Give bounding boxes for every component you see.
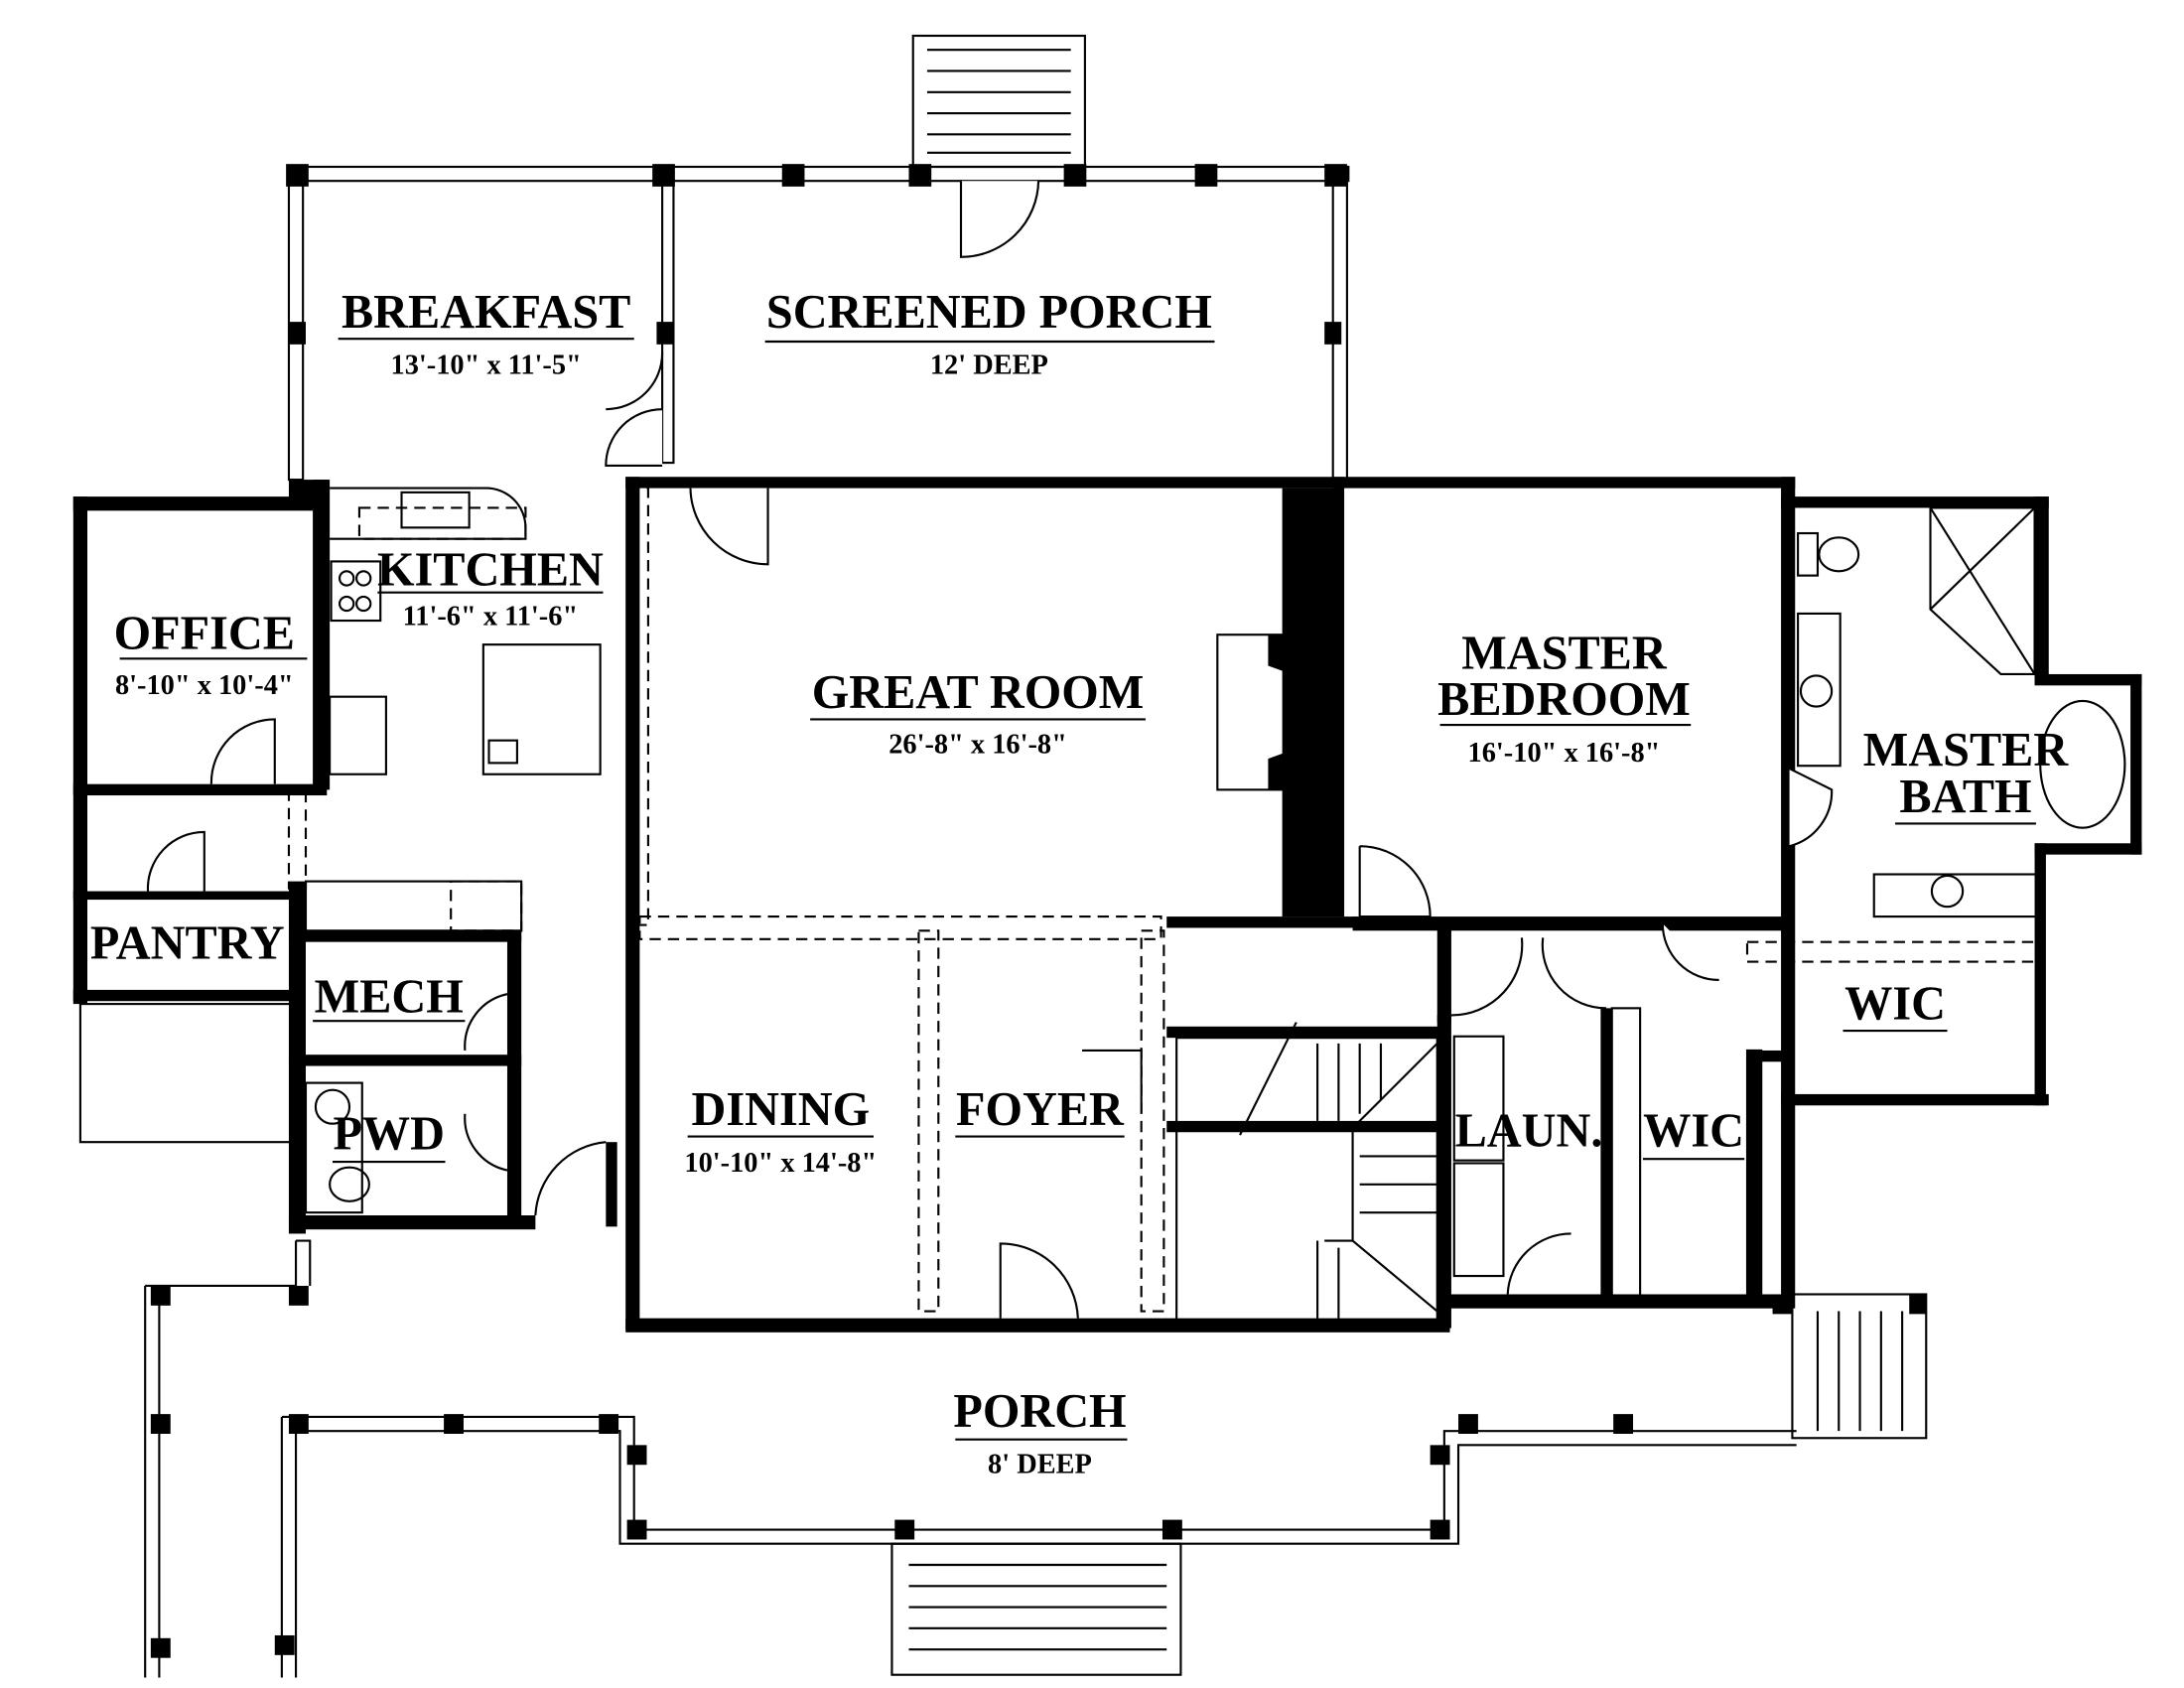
room-dims: 10'-10" x 14'-8" <box>684 1148 877 1179</box>
room-name: OFFICE <box>114 607 295 659</box>
wic-shelves <box>1610 940 2038 1299</box>
room-dims: 13'-10" x 11'-5" <box>391 351 582 381</box>
room-wic: WIC <box>1642 1104 1745 1161</box>
interior-dashed-openings <box>287 487 1165 1313</box>
room-name: WIC <box>1844 978 1946 1031</box>
room-dims: 11'-6" x 11'-6" <box>403 601 579 632</box>
screened-porch-walls <box>286 164 1350 482</box>
room-name: PWD <box>333 1107 445 1160</box>
room-name: PORCH <box>953 1385 1126 1438</box>
room-great-room: GREAT ROOM 26'-8" x 16'-8" <box>810 666 1146 760</box>
room-master-bath: MASTER BATH <box>1863 724 2070 825</box>
room-dims: 8' DEEP <box>988 1450 1092 1480</box>
kitchen-fixtures <box>304 487 602 932</box>
rear-stairs <box>911 34 1086 169</box>
room-porch: PORCH 8' DEEP <box>953 1385 1128 1480</box>
room-name: KITCHEN <box>377 544 604 597</box>
room-dims: 8'-10" x 10'-4" <box>115 670 294 701</box>
room-wic-master: WIC <box>1843 978 1948 1033</box>
room-name: DINING <box>692 1083 871 1136</box>
fireplace <box>1216 633 1290 791</box>
room-name: MASTER <box>1461 627 1668 679</box>
room-name-line2: BEDROOM <box>1437 673 1691 726</box>
room-kitchen: KITCHEN 11'-6" x 11'-6" <box>377 544 604 633</box>
room-screened-porch: SCREENED PORCH 12' DEEP <box>764 286 1215 381</box>
room-mech: MECH <box>313 971 466 1024</box>
room-dims: 16'-10" x 16'-8" <box>1468 738 1661 769</box>
room-dims: 12' DEEP <box>930 351 1048 381</box>
room-pantry: PANTRY <box>90 917 285 970</box>
room-name: MECH <box>315 971 464 1024</box>
room-name: WIC <box>1643 1104 1744 1157</box>
firebox <box>1268 634 1333 790</box>
room-foyer: FOYER <box>955 1083 1125 1138</box>
room-breakfast: BREAKFAST 13'-10" x 11'-5" <box>338 286 634 381</box>
room-name: SCREENED PORCH <box>766 286 1212 339</box>
main-stairs <box>1175 1022 1438 1322</box>
front-porch <box>78 1003 1928 1678</box>
room-name: MASTER <box>1863 724 2070 776</box>
room-master-bedroom: MASTER BEDROOM 16'-10" x 16'-8" <box>1437 627 1692 769</box>
bath-fixtures <box>304 506 2126 1214</box>
room-dining: DINING 10'-10" x 14'-8" <box>684 1083 877 1179</box>
room-office: OFFICE 8'-10" x 10'-4" <box>114 607 308 701</box>
room-name: PANTRY <box>90 917 285 970</box>
room-name: LAUN. <box>1455 1104 1603 1157</box>
room-name: BREAKFAST <box>341 286 630 339</box>
rear-door-swing <box>959 181 1040 258</box>
door-swings <box>146 352 1834 1319</box>
exterior-walls <box>72 477 2142 1333</box>
laundry-machines <box>1452 1035 1505 1278</box>
room-pwd: PWD <box>332 1107 446 1164</box>
room-name: FOYER <box>956 1083 1125 1136</box>
room-dims: 26'-8" x 16'-8" <box>888 729 1067 760</box>
room-name: GREAT ROOM <box>812 666 1145 719</box>
room-laundry: LAUN. <box>1455 1104 1603 1157</box>
room-name-line2: BATH <box>1899 771 2031 823</box>
